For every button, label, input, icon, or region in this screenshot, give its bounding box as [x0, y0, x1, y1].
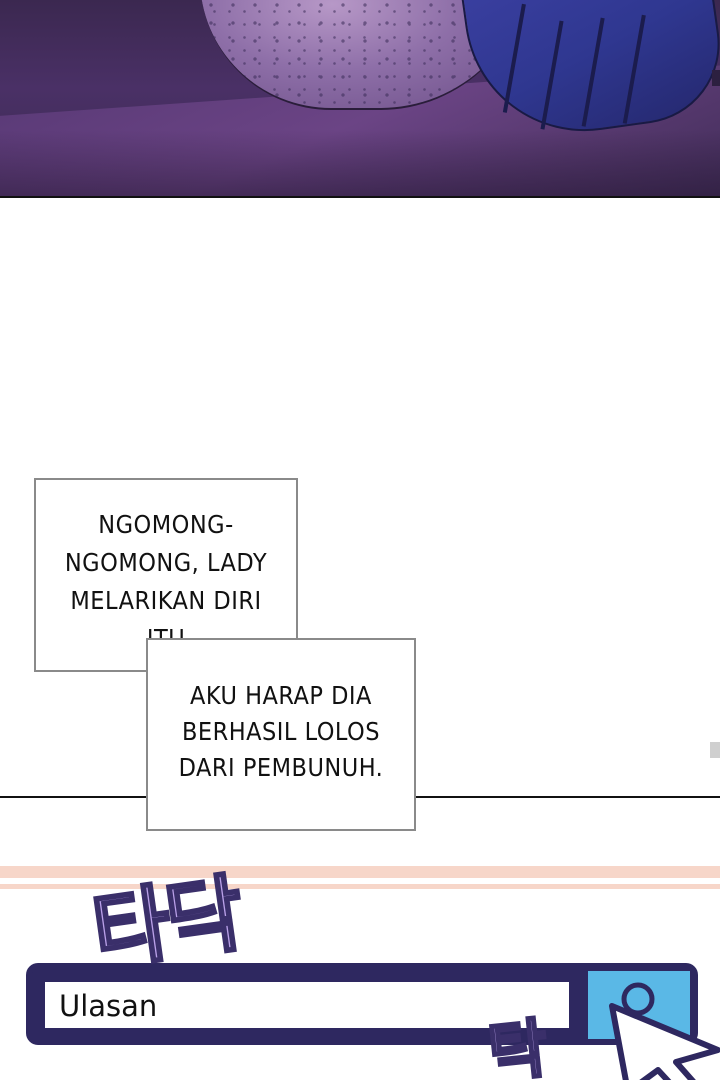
side-scroll-mark — [710, 742, 720, 758]
pointer-cursor-icon — [609, 1003, 720, 1080]
panel-shadow — [0, 130, 720, 196]
search-field-frame — [42, 979, 572, 1031]
banner-stripe-thin — [0, 884, 720, 889]
search-bar — [26, 963, 698, 1045]
comic-panel-illustration — [0, 0, 720, 198]
panel-edge-mark — [712, 70, 720, 86]
sound-effect-text-1: 타닥 — [85, 863, 247, 983]
narration-box-2: AKU HARAP DIA BERHASIL LOLOS DARI PEMBUN… — [146, 638, 416, 831]
banner-stripe — [0, 866, 720, 878]
narration-line: BERHASIL LOLOS — [181, 717, 381, 746]
sound-effect-text-2: 탁 — [483, 1011, 548, 1080]
narration-line: MELARIKAN DIRI — [70, 586, 262, 615]
search-button[interactable] — [584, 971, 690, 1039]
search-input[interactable] — [45, 982, 569, 1028]
narration-line: AKU HARAP DIA — [190, 681, 372, 710]
narration-line: NGOMONG- — [98, 510, 234, 539]
narration-line: DARI PEMBUNUH. — [178, 753, 384, 782]
narration-line: NGOMONG, LADY — [64, 548, 268, 577]
